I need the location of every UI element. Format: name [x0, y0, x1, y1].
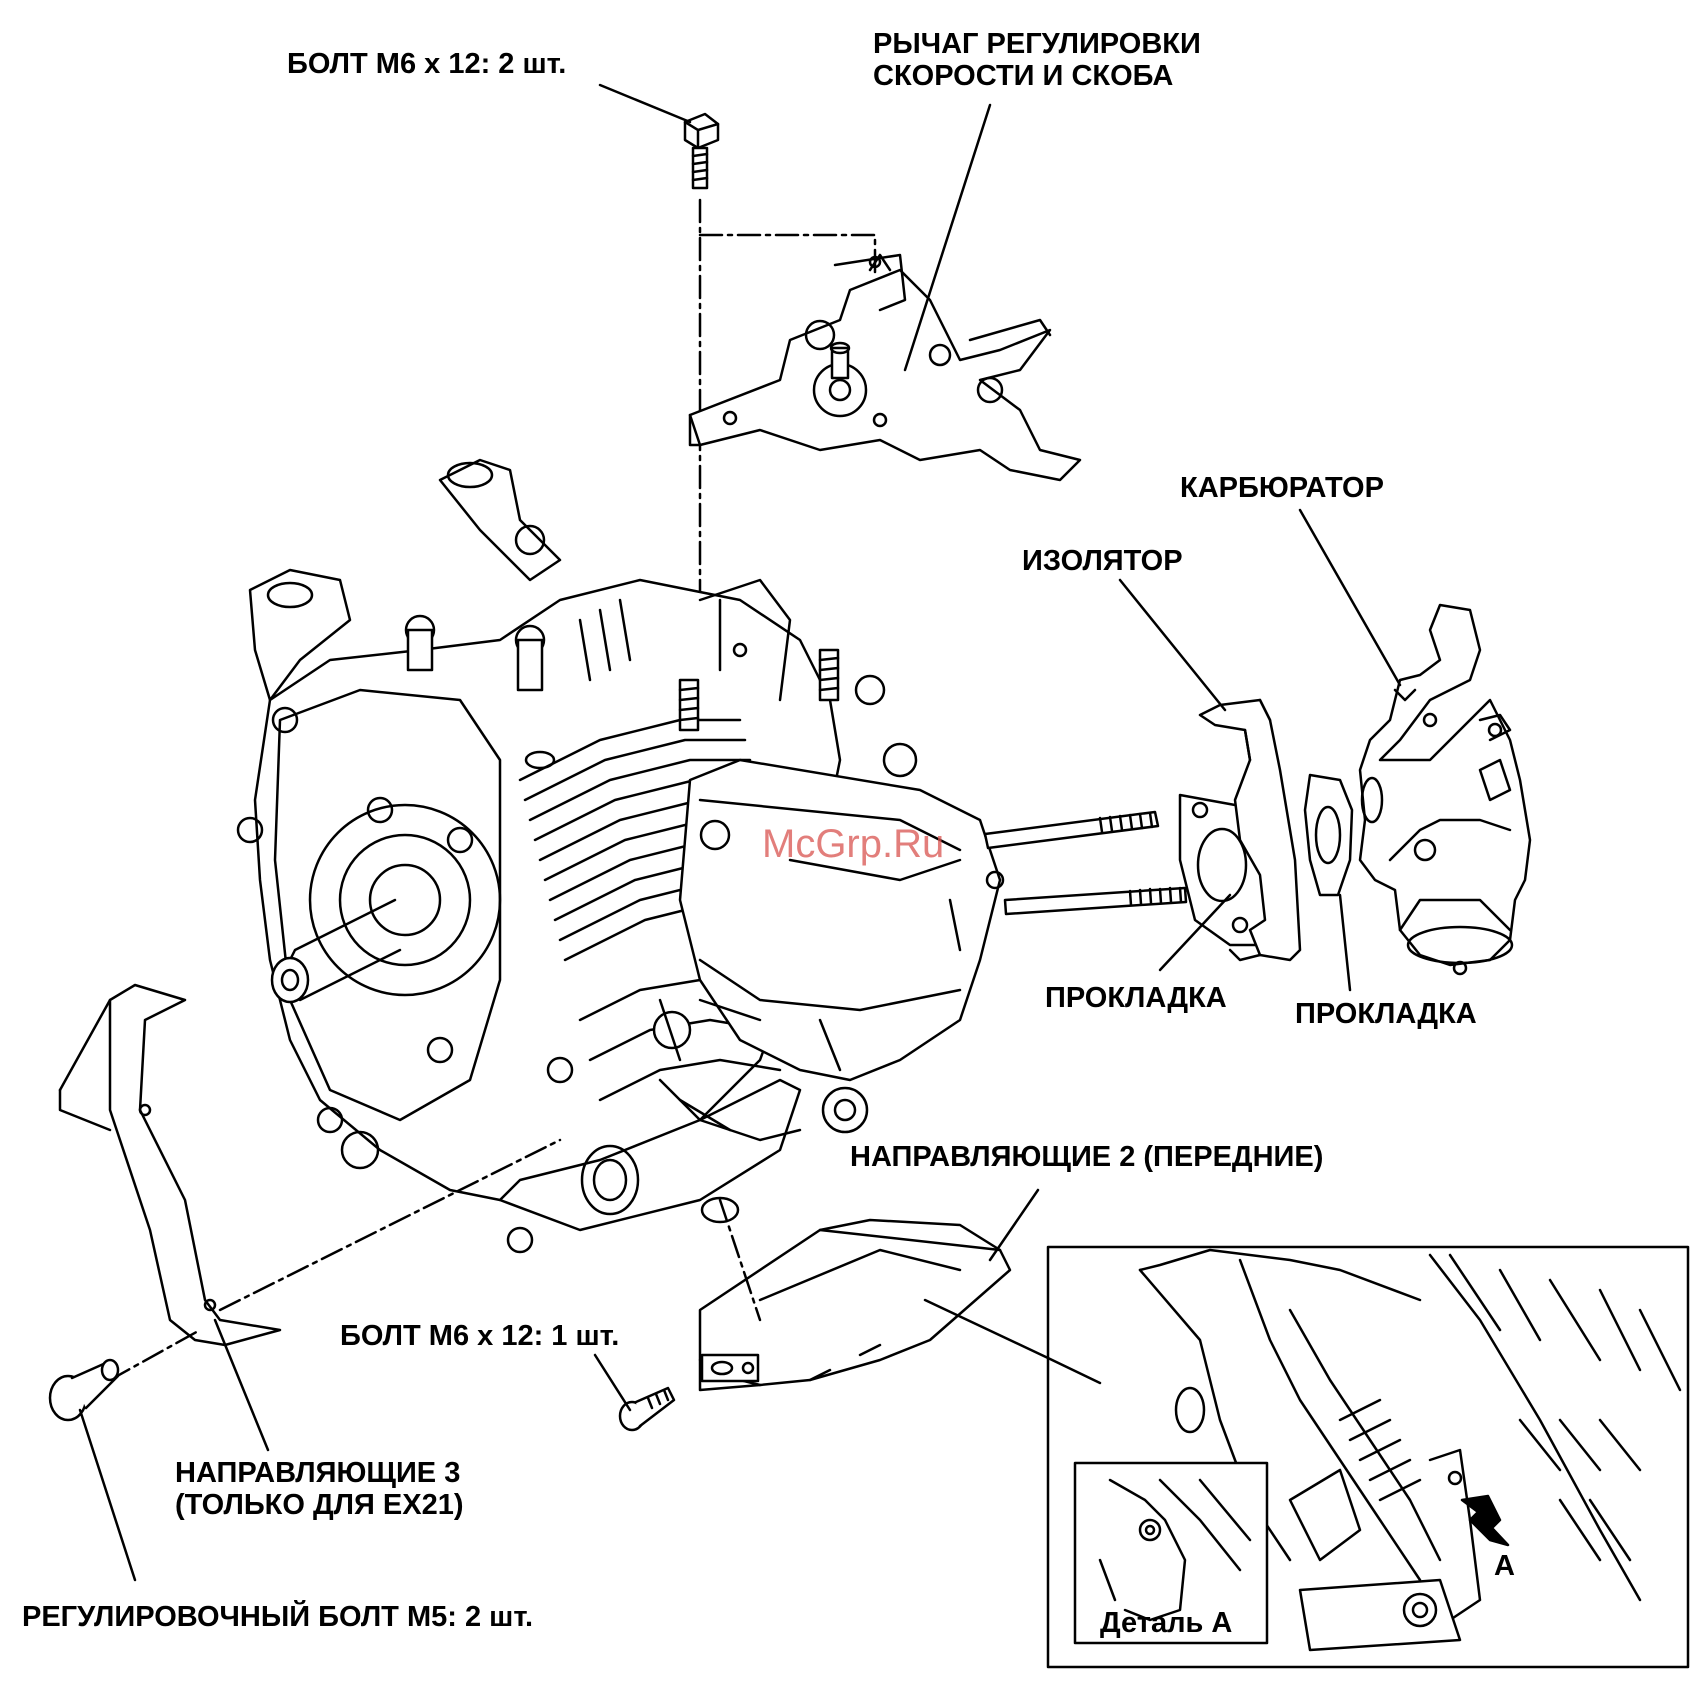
guide-3-icon	[60, 985, 280, 1345]
top-bolt-icon	[685, 114, 718, 188]
label-arrow-a: A	[1494, 1550, 1515, 1582]
watermark: McGrp.Ru	[762, 822, 944, 867]
adjust-bolt-icon	[50, 1360, 118, 1420]
label-guide-3: НАПРАВЛЯЮЩИЕ 3 (ТОЛЬКО ДЛЯ EX21)	[175, 1457, 464, 1521]
top-bolt-offset-line	[700, 235, 875, 275]
carburetor-studs-icon	[985, 812, 1186, 914]
guide-2-icon	[700, 1220, 1010, 1390]
label-insulator: ИЗОЛЯТОР	[1022, 545, 1183, 577]
label-detail-a: Деталь A	[1100, 1607, 1232, 1639]
label-guide-front: НАПРАВЛЯЮЩИЕ 2 (ПЕРЕДНИЕ)	[850, 1141, 1323, 1173]
label-adjust-bolt: РЕГУЛИРОВОЧНЫЙ БОЛТ M5: 2 шт.	[22, 1601, 533, 1633]
speed-lever-bracket-icon	[690, 255, 1080, 480]
guide-3-centerline	[220, 1140, 560, 1310]
adjust-bolt-centerline	[110, 1330, 200, 1380]
detail-frame	[925, 1247, 1688, 1667]
label-gasket-right: ПРОКЛАДКА	[1295, 998, 1477, 1030]
label-speed-lever: РЫЧАГ РЕГУЛИРОВКИ СКОРОСТИ И СКОБА	[873, 28, 1201, 92]
label-carburetor: КАРБЮРАТОР	[1180, 472, 1384, 504]
label-gasket-left: ПРОКЛАДКА	[1045, 982, 1227, 1014]
gasket-right-icon	[1305, 775, 1352, 895]
label-bolt-top: БОЛТ M6 x 12: 2 шт.	[287, 48, 566, 80]
label-bolt-bottom: БОЛТ M6 x 12: 1 шт.	[340, 1320, 619, 1352]
